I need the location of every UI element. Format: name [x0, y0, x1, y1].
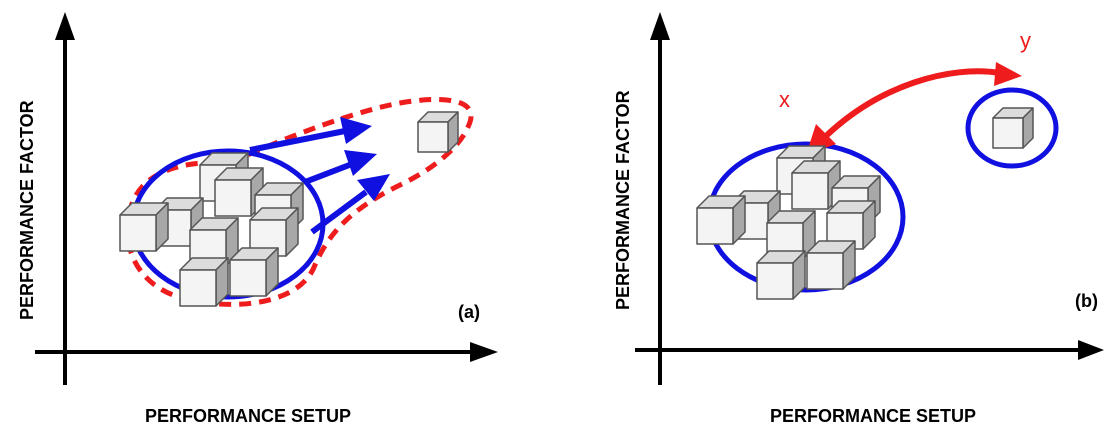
- cube-icon: [417, 111, 459, 153]
- y-axis-label-a: PERFORMANCE FACTOR: [17, 100, 37, 320]
- cube-icon: [119, 202, 169, 252]
- outlier-cube-a: [417, 111, 459, 153]
- cube-icon: [179, 257, 229, 307]
- x-axis-label-b: PERFORMANCE SETUP: [770, 406, 976, 426]
- outlier-cube-b: [992, 107, 1034, 149]
- panel-b: x y (b) PERFORMANCE SETUP PERFORMANCE FA…: [613, 12, 1104, 426]
- cube-icon: [992, 107, 1034, 149]
- y-axis-label-b: PERFORMANCE FACTOR: [613, 90, 633, 310]
- cube-icon: [756, 250, 806, 300]
- arrow-icon: [994, 62, 1022, 86]
- arrow-icon: [344, 150, 377, 176]
- y-axis-arrowhead-a: [55, 12, 75, 40]
- label-y: y: [1020, 28, 1031, 53]
- x-axis-label-a: PERFORMANCE SETUP: [145, 406, 351, 426]
- cube-cluster-a: [119, 152, 304, 307]
- cube-icon: [826, 200, 876, 250]
- arrow-icon: [340, 117, 372, 144]
- expansion-arrows: [249, 117, 390, 235]
- panel-a: (a) PERFORMANCE SETUP PERFORMANCE FACTOR: [17, 12, 498, 426]
- label-x: x: [779, 87, 790, 112]
- arrow-icon: [303, 161, 354, 185]
- x-axis-arrowhead-a: [470, 342, 498, 362]
- panel-tag-a: (a): [458, 302, 480, 322]
- cube-icon: [249, 207, 299, 257]
- outlier-ellipse-b: [965, 87, 1059, 169]
- y-axis-arrowhead-b: [650, 12, 670, 40]
- arrow-icon: [310, 189, 368, 235]
- arrow-icon: [357, 174, 390, 201]
- cube-icon: [696, 195, 746, 245]
- x-axis-arrowhead-b: [1078, 340, 1104, 360]
- panel-tag-b: (b): [1075, 291, 1098, 311]
- cube-cluster-b: [696, 145, 881, 300]
- cube-icon: [229, 247, 279, 297]
- arrow-icon: [249, 128, 346, 153]
- cube-icon: [806, 240, 856, 290]
- arrow-icon: [823, 68, 1001, 139]
- distance-arrow: [806, 62, 1022, 155]
